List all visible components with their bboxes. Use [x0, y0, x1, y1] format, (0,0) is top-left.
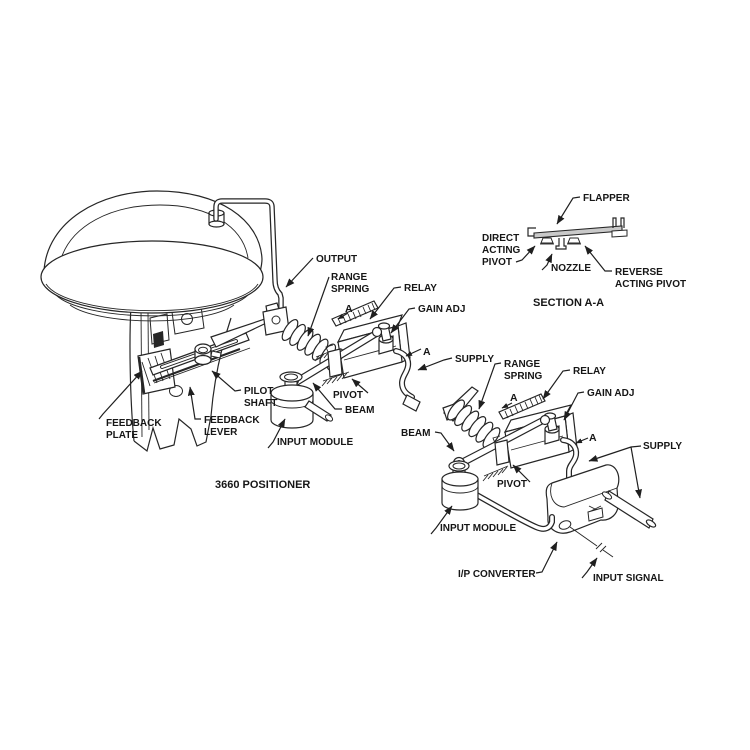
nozzle-piece	[555, 238, 567, 250]
label-input-module-2: INPUT MODULE	[440, 523, 516, 534]
leader-beam-2	[434, 431, 455, 452]
label-supply-1: SUPPLY	[455, 354, 494, 365]
leader-relay-2	[542, 369, 571, 400]
pivot-bracket-2	[482, 435, 510, 482]
label-input-module-1: INPUT MODULE	[277, 437, 353, 448]
leader-input-signal	[581, 557, 598, 579]
label-relay-1: RELAY	[404, 283, 437, 294]
section-marker-a2-lower: A	[589, 432, 597, 444]
actuator-dome	[40, 190, 264, 322]
label-gain-adj-1: GAIN ADJ	[418, 304, 465, 315]
label-pivot-2: PIVOT	[497, 479, 527, 490]
label-gain-adj-2: GAIN ADJ	[587, 388, 634, 399]
label-flapper: FLAPPER	[583, 193, 630, 204]
leader-direct-acting-pivot	[515, 245, 536, 263]
leader-beam-1	[312, 382, 342, 410]
section-marker-a2-upper: A	[510, 392, 518, 404]
leader-gain-adj-1	[390, 307, 416, 334]
direct-pivot-piece	[540, 237, 554, 245]
section-cut-a1-lower	[405, 348, 422, 357]
leader-relay-1	[369, 286, 402, 320]
output-tube-drawing	[213, 198, 284, 314]
label-pivot-1: PIVOT	[333, 390, 363, 401]
leader-flapper	[556, 196, 581, 225]
supply-elbow-2	[560, 437, 580, 480]
gain-adj-knob-2	[543, 412, 560, 445]
leader-feedback-plate	[98, 370, 143, 420]
section-marker-a1-lower: A	[423, 346, 431, 358]
pilot-shaft-drawing	[194, 343, 222, 366]
leader-nozzle	[541, 253, 553, 271]
leader-input-module-1	[267, 418, 286, 449]
positioner-mechanism-drawing	[270, 300, 421, 429]
leader-pivot-1	[351, 378, 369, 394]
section-cut-a2-lower	[575, 437, 589, 444]
label-ip-converter: I/P CONVERTER	[458, 569, 536, 580]
label-beam-1: BEAM	[345, 405, 374, 416]
leader-input-module-2	[430, 505, 453, 535]
supply-rod	[601, 490, 657, 529]
label-beam-2: BEAM	[401, 428, 430, 439]
leader-supply-2b	[630, 446, 642, 499]
label-supply-2: SUPPLY	[643, 441, 682, 452]
input-module-1	[270, 371, 334, 429]
input-module-2	[441, 460, 555, 532]
caption-3660-positioner: 3660 POSITIONER	[215, 479, 310, 491]
caption-section-aa: SECTION A-A	[533, 297, 604, 309]
range-spring-2	[447, 399, 501, 449]
reverse-pivot-piece	[567, 237, 581, 245]
leader-reverse-acting-pivot	[584, 245, 612, 272]
flapper-right-bracket	[611, 217, 628, 238]
bleed-valve-fitting	[587, 505, 604, 522]
label-relay-2: RELAY	[573, 366, 606, 377]
section-cut-a1-upper	[337, 312, 349, 320]
label-input-signal: INPUT SIGNAL	[593, 573, 664, 584]
leader-supply-1	[417, 357, 453, 371]
ip-converter-drawing	[441, 386, 657, 558]
leader-range-spring-2	[478, 362, 502, 410]
flapper-bar-2	[498, 393, 546, 420]
pivot-bracket-1	[314, 344, 350, 387]
supply-pipe-1	[393, 348, 421, 412]
feedback-assembly-drawing	[137, 302, 290, 395]
flapper-bar-1	[331, 300, 379, 327]
ip-body	[545, 464, 620, 558]
leader-pilot-shaft	[211, 370, 242, 392]
section-aa-drawing	[527, 217, 628, 250]
leader-range-spring-1	[307, 276, 330, 337]
leader-pivot-2	[512, 464, 531, 483]
section-marker-a1-upper: A	[345, 303, 353, 315]
input-signal-wire	[558, 520, 614, 558]
leader-feedback-lever	[187, 386, 201, 420]
gain-adj-knob-1	[377, 322, 394, 355]
leader-lines	[98, 196, 642, 579]
leader-ip-converter	[535, 541, 558, 574]
leader-gain-adj-2	[563, 391, 585, 421]
leader-output	[285, 257, 314, 288]
section-cut-a2-upper	[501, 402, 513, 409]
label-output: OUTPUT	[316, 254, 357, 265]
actuator-drawing	[40, 190, 284, 453]
label-nozzle: NOZZLE	[551, 263, 591, 274]
